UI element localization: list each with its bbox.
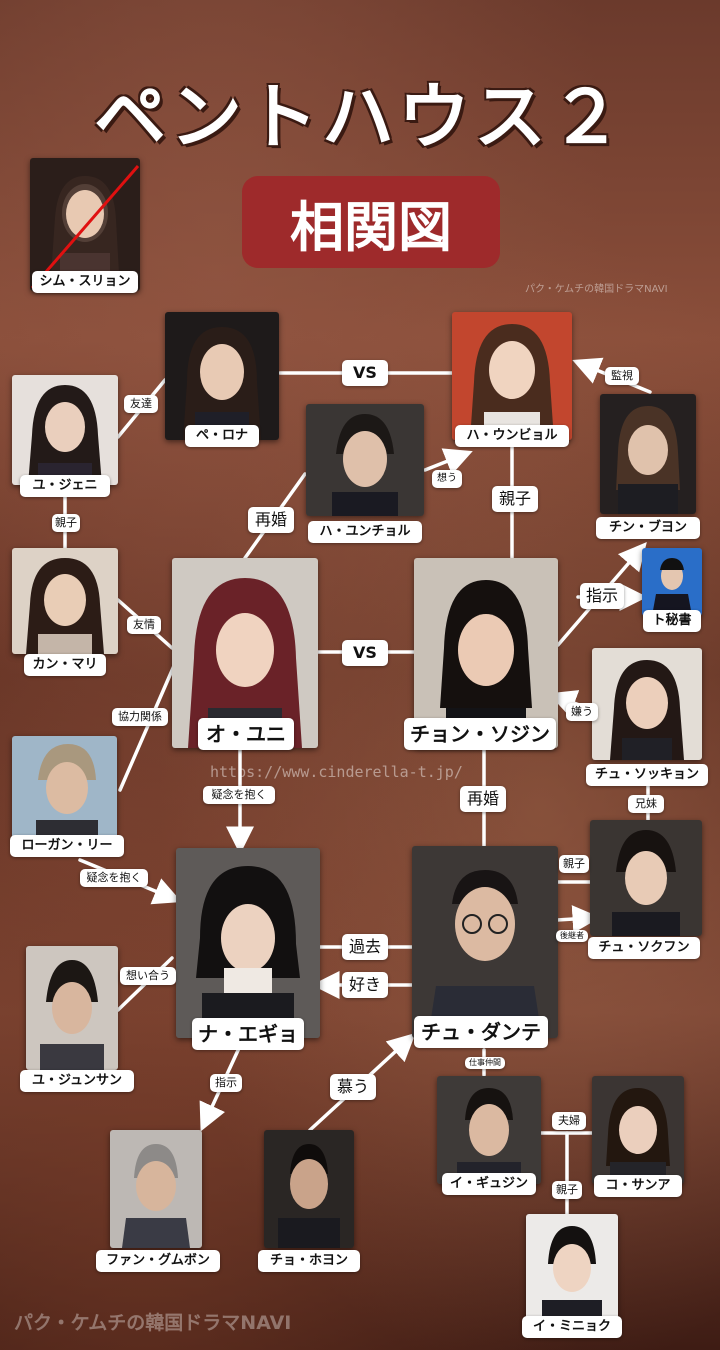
name-lee-gyujin: イ・ギュジン <box>442 1173 536 1195</box>
photo-na-aegyo <box>176 848 320 1038</box>
rel-ginen-1: 疑念を抱く <box>203 786 275 804</box>
photo-cho-hoyeon <box>264 1130 354 1248</box>
name-chin-buyeon: チン・ブヨン <box>596 517 700 539</box>
name-yu-junsang: ユ・ジュンサン <box>20 1070 134 1092</box>
rel-omoiau: 想い合う <box>120 967 176 985</box>
rel-tomodachi: 友達 <box>124 395 158 413</box>
name-yu-jeni: ユ・ジェニ <box>20 475 110 497</box>
rel-suki: 好き <box>342 972 388 998</box>
photo-go-sangah <box>592 1076 684 1184</box>
rel-kanshi: 監視 <box>605 367 639 385</box>
rel-omou: 想う <box>432 470 462 488</box>
name-na-aegyo: ナ・エギョ <box>192 1018 304 1050</box>
photo-yu-jeni <box>12 375 118 485</box>
photo-lee-minhyuk <box>526 1214 618 1324</box>
name-ha-yuncheol: ハ・ユンチョル <box>308 521 422 543</box>
rel-saikon-1: 再婚 <box>248 507 294 533</box>
watermark-url: https://www.cinderella-t.jp/ <box>210 763 463 781</box>
name-lee-minhyuk: イ・ミニョク <box>522 1316 622 1338</box>
watermark-top: パク・ケムチの韓国ドラマNAVI <box>525 284 668 295</box>
name-hwang-geumbong: ファン・グムボン <box>96 1250 220 1272</box>
photo-yu-junsang <box>26 946 118 1070</box>
rel-saikon-2: 再婚 <box>460 786 506 812</box>
photo-hwang-geumbong <box>110 1130 202 1248</box>
photo-lee-gyujin <box>437 1076 541 1184</box>
rel-vs-1: VS <box>342 360 388 386</box>
photo-bok-secretary <box>642 548 702 616</box>
watermark-bottom: パク・ケムチの韓国ドラマNAVI <box>14 1312 292 1334</box>
page-subtitle: 相関図 <box>242 176 500 268</box>
name-joo-seokhoon: チュ・ソクフン <box>588 937 700 959</box>
name-go-sangah: コ・サンア <box>594 1175 682 1197</box>
name-joo-seokkyung: チュ・ソッキョン <box>586 764 708 786</box>
rel-kyomai: 兄妹 <box>628 795 664 813</box>
rel-yujo: 友情 <box>127 616 161 634</box>
photo-joo-seokhoon <box>590 820 702 936</box>
rel-kyoryoku: 協力関係 <box>112 708 168 726</box>
name-logan-lee: ローガン・リー <box>10 835 124 857</box>
name-bok-secretary: ト秘書 <box>643 610 701 632</box>
rel-oyako-2: 親子 <box>52 514 80 532</box>
photo-ha-yuncheol <box>306 404 424 516</box>
rel-fuufu: 夫婦 <box>552 1112 586 1130</box>
rel-shiji-1: 指示 <box>580 583 624 609</box>
name-ha-eunbyeol: ハ・ウンビョル <box>455 425 569 447</box>
name-oh-yuni: オ・ユニ <box>198 718 294 750</box>
photo-ha-eunbyeol <box>452 312 572 440</box>
rel-oyako-1: 親子 <box>492 486 538 512</box>
name-kang-mari: カン・マリ <box>24 654 106 676</box>
rel-vs-2: VS <box>342 640 388 666</box>
photo-chin-buyeon <box>600 394 696 514</box>
name-cheon-seojin: チョン・ソジン <box>404 718 556 750</box>
photo-bae-rona <box>165 312 279 440</box>
rel-koukeisha: 後継者 <box>556 930 588 942</box>
rel-ginen-2: 疑念を抱く <box>80 869 148 887</box>
name-cho-hoyeon: チョ・ホヨン <box>258 1250 360 1272</box>
page-title: ペントハウス２ <box>93 75 626 159</box>
rel-shitau: 慕う <box>330 1074 376 1100</box>
rel-shiji-2: 指示 <box>210 1074 242 1092</box>
name-bae-rona: ペ・ロナ <box>185 425 259 447</box>
rel-shigoto: 仕事仲間 <box>465 1057 505 1069</box>
name-joo-dante: チュ・ダンテ <box>414 1016 548 1048</box>
photo-logan-lee <box>12 736 117 840</box>
photo-joo-seokkyung <box>592 648 702 760</box>
rel-kako: 過去 <box>342 934 388 960</box>
rel-oyako-4: 親子 <box>552 1181 582 1199</box>
photo-kang-mari <box>12 548 118 654</box>
rel-iyau: 嫌う <box>566 703 598 721</box>
rel-oyako-3: 親子 <box>559 855 589 873</box>
name-shim-suryeon: シム・スリョン <box>32 271 138 293</box>
photo-joo-dante <box>412 846 558 1038</box>
